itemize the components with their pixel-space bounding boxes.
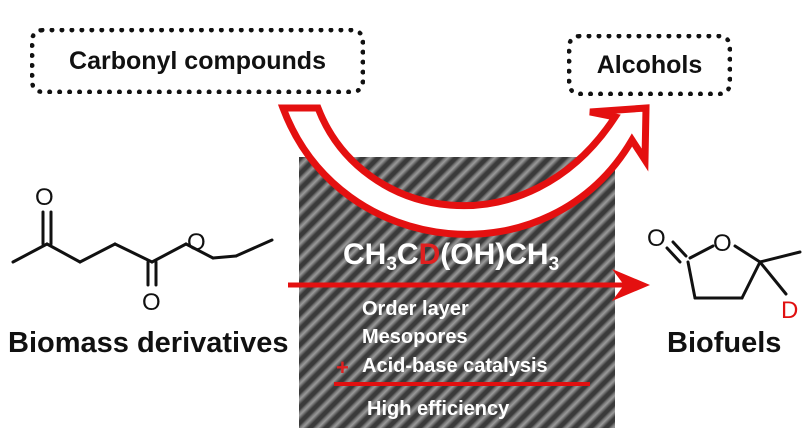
carbonyl-compounds-box: Carbonyl compounds (30, 28, 365, 94)
product-label: Biofuels (667, 327, 782, 359)
reactant-label: Biomass derivatives (8, 327, 289, 359)
reactant-ester-oxygen: O (187, 229, 206, 256)
main-arrow-head (612, 269, 650, 301)
feature-underline (334, 382, 590, 386)
product-deuterium: D (781, 297, 798, 324)
hydrogen-donor-formula: CH3CD(OH)CH3 (343, 238, 560, 275)
feature-high-efficiency: High efficiency (367, 398, 510, 420)
reactant-carbonyl-oxygen: O (142, 289, 161, 316)
carbonyl-compounds-label: Carbonyl compounds (69, 46, 326, 75)
feature-order-layer: Order layer (362, 298, 469, 320)
alcohols-label: Alcohols (596, 50, 703, 79)
deuterium-highlight: D (418, 238, 441, 271)
reactant-molecule (11, 210, 274, 287)
product-ring-oxygen: O (713, 230, 732, 257)
product-carbonyl-oxygen: O (647, 225, 666, 252)
feature-acid-base-catalysis: Acid-base catalysis (362, 355, 548, 377)
reactant-ketone-oxygen: O (35, 184, 54, 211)
feature-mesopores: Mesopores (362, 326, 468, 348)
plus-sign: + (336, 355, 349, 380)
curved-transfer-arrow (277, 104, 650, 238)
product-molecule (665, 240, 802, 300)
alcohols-box: Alcohols (567, 34, 732, 96)
